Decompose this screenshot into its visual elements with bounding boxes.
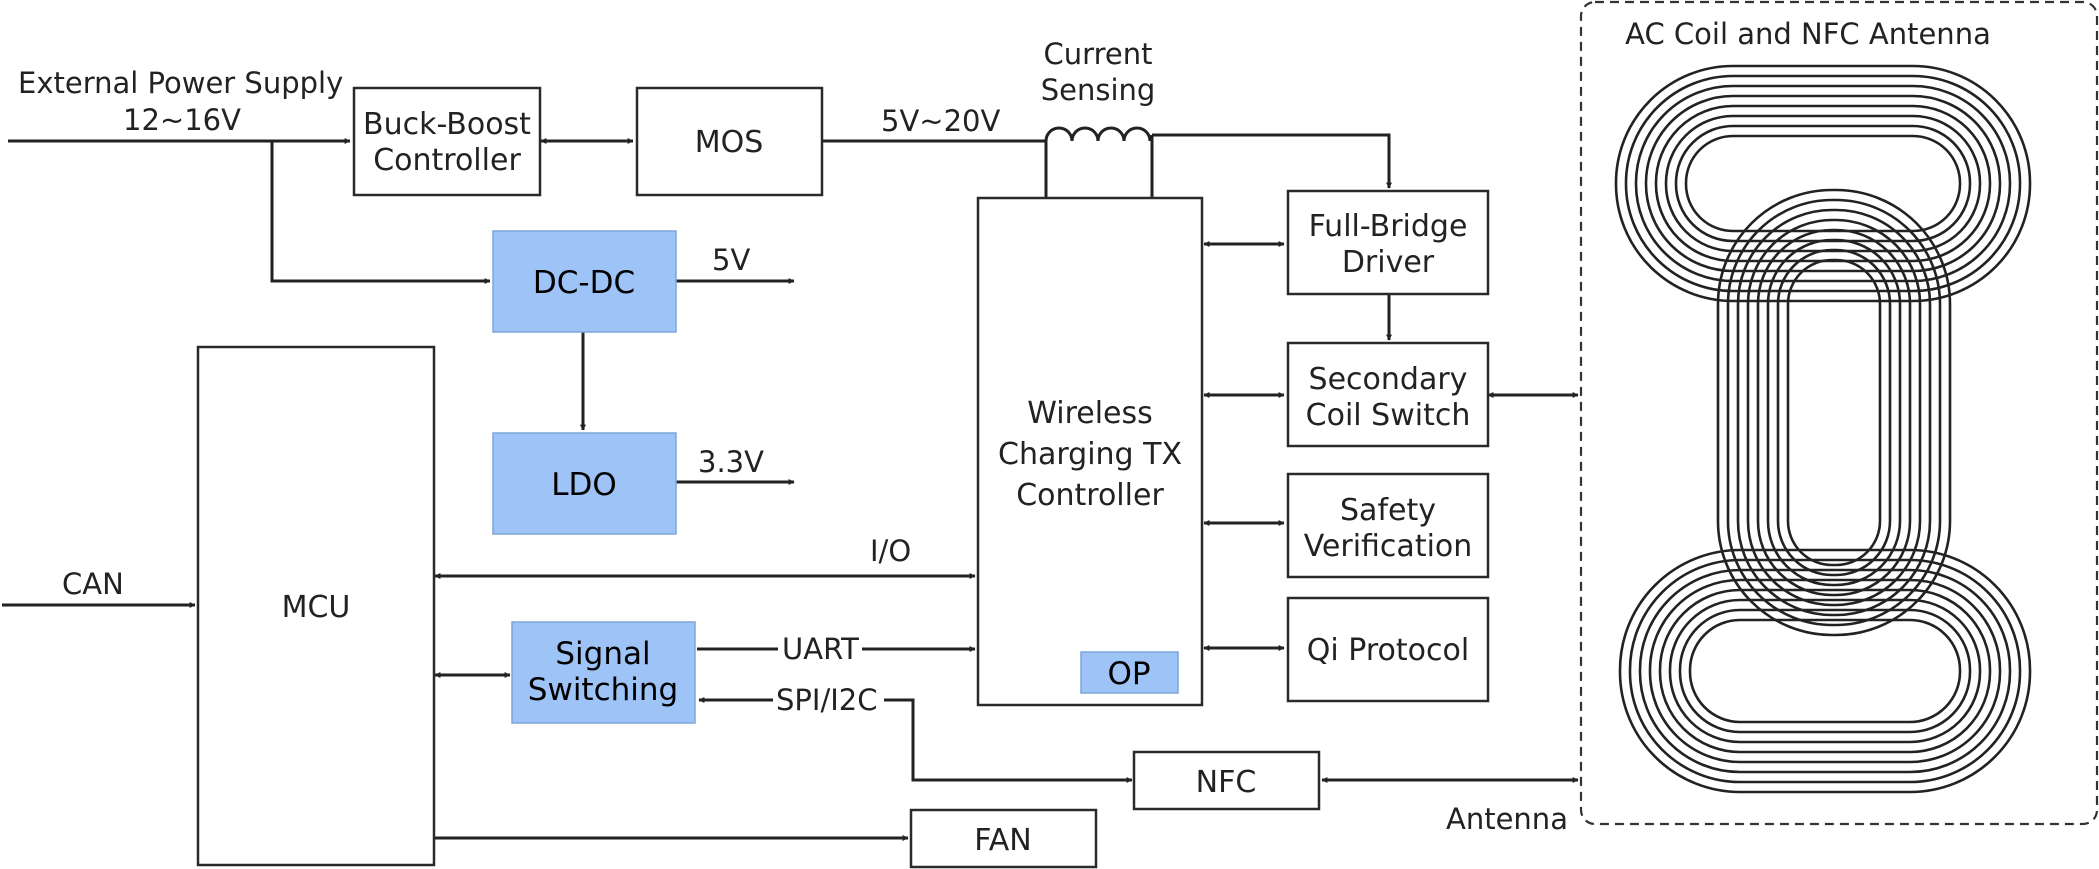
bottom-coil-turn-6 [1668,598,1982,744]
op-block [1080,651,1179,694]
connections [2,133,1579,841]
tx-controller-block: Wireless Charging TX Controller OP [976,196,1204,707]
center-coil-turn-1 [1716,188,1952,637]
secondary-coil-switch-block: Secondary Coil Switch [1286,341,1490,448]
spi-i2c-label: SPI/I2C [776,683,877,717]
current-sensing-inductor [1044,126,1152,142]
buck-boost-block: Buck-Boost Controller [352,86,542,197]
center-coil-turn-2 [1726,198,1942,627]
signal-switching-block: Signal Switching [511,621,696,724]
top-coil-turn-4 [1644,94,2002,273]
full-bridge-label-1: Full-Bridge [1309,209,1468,244]
safety-label-2: Verification [1304,529,1473,564]
center-coil-turn-5 [1756,228,1912,597]
top-coil-turn-3 [1634,84,2012,283]
tx-controller-label-1: Wireless [1027,396,1153,431]
mos-block: MOS [635,86,824,197]
bottom-coil-turn-2 [1628,558,2022,784]
center-coil-turn-4 [1746,218,1922,607]
center-coil-turn-6 [1766,238,1902,587]
spi-to-nfc-arrow [884,698,1133,783]
bottom-coil-turn-7 [1678,608,1972,734]
current-sensing-label-1: Current [1044,37,1153,71]
full-bridge-block: Full-Bridge Driver [1286,189,1490,296]
top-coil-turn-5 [1654,104,1992,263]
uart-label: UART [782,632,859,666]
bottom-coil-turn-4 [1648,578,2002,764]
ldo-block: LDO [492,432,677,535]
safety-label-1: Safety [1340,493,1436,528]
top-coil-turn-2 [1624,74,2022,293]
top-coil-turn-1 [1614,64,2032,303]
mos-output-label: 5V~20V [881,104,1000,138]
full-bridge-label-2: Driver [1342,245,1435,280]
external-power-label: External Power Supply [18,66,343,100]
dcdc-block: DC-DC [492,230,677,333]
mcu-block: MCU [196,345,436,867]
nfc-label: NFC [1196,765,1257,800]
coil-panel-frame [1579,0,2099,826]
sensing-to-bridge-arrow [1152,133,1392,189]
top-coil-turn-8 [1684,134,1962,233]
bottom-coil-turn-5 [1658,588,1992,754]
safety-verification-block: Safety Verification [1286,472,1490,579]
ldo-label: LDO [551,467,617,503]
top-coil-turn-7 [1674,124,1972,243]
fan-block: FAN [909,808,1098,869]
mcu-label: MCU [282,590,351,625]
tx-controller-label-3: Controller [1016,478,1164,513]
can-label: CAN [62,567,124,601]
signal-switching-label-1: Signal [555,636,650,672]
power-to-dcdc-arrow [270,141,491,284]
coil-panel-title: AC Coil and NFC Antenna [1625,17,1991,51]
dcdc-output-label: 5V [712,243,750,277]
voltage-range-label: 12~16V [123,103,241,137]
secondary-coil-label-2: Coil Switch [1306,398,1471,433]
fan-label: FAN [974,823,1031,858]
op-label: OP [1107,656,1150,692]
coil-windings [1614,64,2032,794]
qi-protocol-block: Qi Protocol [1286,596,1490,703]
buck-boost-label-2: Controller [373,143,521,178]
bottom-coil-turn-1 [1618,548,2032,794]
center-coil-turn-8 [1786,258,1882,567]
ldo-output-label: 3.3V [698,445,764,479]
antenna-label: Antenna [1446,802,1568,836]
secondary-coil-label-1: Secondary [1309,362,1468,397]
nfc-block: NFC [1132,750,1321,811]
qi-protocol-label: Qi Protocol [1307,633,1469,668]
io-label: I/O [870,534,911,568]
bottom-coil-turn-3 [1638,568,2012,774]
center-coil-turn-3 [1736,208,1932,617]
signal-switching-label-2: Switching [528,672,678,708]
tx-controller-label-2: Charging TX [998,437,1182,472]
mos-label: MOS [695,125,764,160]
bottom-coil-turn-8 [1688,618,1962,724]
current-sensing-label-2: Sensing [1041,73,1156,107]
dcdc-label: DC-DC [533,265,635,301]
buck-boost-label-1: Buck-Boost [363,107,531,142]
center-coil-turn-7 [1776,248,1892,577]
